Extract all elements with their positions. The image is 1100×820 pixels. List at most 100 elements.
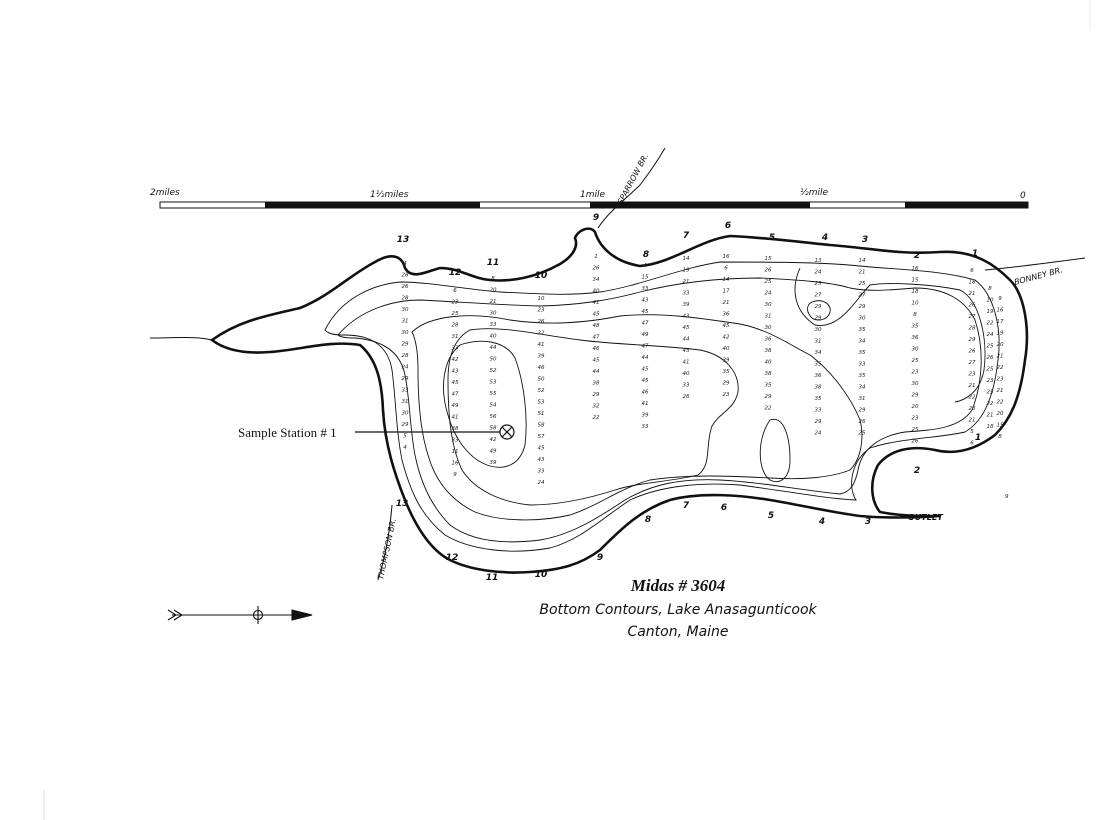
depth-sounding: 20 (997, 411, 1004, 417)
depth-sounding: 21 (723, 300, 730, 306)
depth-sounding: 20 (997, 342, 1004, 348)
transect-number: 9 (593, 213, 599, 223)
depth-sounding: 4 (403, 445, 407, 451)
depth-sounding: 29 (815, 419, 822, 425)
depth-sounding: 26 (969, 349, 976, 355)
depth-sounding: 40 (683, 371, 690, 377)
scale-label-1-5miles: 1½miles (370, 190, 409, 200)
depth-sounding: 15 (997, 423, 1004, 429)
scale-label-half-mile: ½mile (800, 188, 828, 198)
depth-sounding: 8 (491, 276, 495, 282)
depth-sounding: 6 (970, 268, 974, 274)
depth-sounding: 58 (490, 426, 497, 432)
scale-label-0: 0 (1020, 191, 1026, 201)
depth-sounding: 33 (859, 362, 866, 368)
depth-sounding: 35 (859, 373, 866, 379)
depth-sounding: 54 (490, 403, 497, 409)
depth-sounding: 21 (997, 354, 1004, 360)
thompson-brook-stream (377, 504, 393, 581)
title-bottom-contours: Bottom Contours, Lake Anasagunticook (539, 602, 817, 618)
depth-sounding: 19 (997, 331, 1004, 337)
depth-sounding: 31 (859, 396, 866, 402)
transect-number: 8 (643, 250, 649, 260)
depth-sounding: 35 (723, 369, 730, 375)
depth-sounding: 26 (683, 394, 690, 400)
depth-sounding: 31 (765, 314, 772, 320)
depth-sounding: 43 (452, 369, 459, 375)
depth-sounding: 21 (969, 291, 976, 297)
north-arrow-icon (167, 606, 313, 624)
transect-number: 3 (862, 235, 868, 245)
depth-sounding: 41 (683, 360, 690, 366)
depth-sounding: 28 (402, 273, 409, 279)
depth-sounding: 27 (969, 360, 976, 366)
depth-sounding: 16 (997, 308, 1004, 314)
depth-sounding: 23 (969, 406, 976, 412)
depth-sounding: 29 (402, 342, 409, 348)
depth-sounding: 41 (642, 401, 649, 407)
depth-sounding: 49 (490, 449, 497, 455)
depth-sounding: 45 (538, 446, 545, 452)
transect-number: 8 (645, 515, 651, 525)
depth-sounding: 25 (859, 281, 866, 287)
depth-sounding: 9 (998, 296, 1002, 302)
depth-sounding: 23 (969, 372, 976, 378)
depth-sounding: 23 (912, 370, 919, 376)
depth-sounding: 30 (402, 411, 409, 417)
depth-sounding: 29 (815, 316, 822, 322)
depth-sounding: 19 (987, 309, 994, 315)
depth-sounding: 47 (642, 344, 649, 350)
depth-sounding: 45 (642, 367, 649, 373)
depth-sounding: 21 (987, 413, 994, 419)
depth-sounding: 18 (969, 280, 976, 286)
depth-sounding: 10 (538, 296, 545, 302)
depth-sounding: 5 (403, 434, 407, 440)
depth-sounding: 11 (452, 449, 459, 455)
depth-sounding: 44 (642, 355, 649, 361)
depth-sounding: 45 (683, 325, 690, 331)
depth-sounding: 14 (859, 258, 866, 264)
depth-sounding: 5 (970, 429, 974, 435)
depth-sounding: 25 (987, 367, 994, 373)
depth-sounding: 25 (765, 279, 772, 285)
depth-sounding: 25 (987, 344, 994, 350)
depth-sounding: 45 (593, 312, 600, 318)
transect-number: 12 (449, 268, 462, 278)
contour-shoal-2 (807, 300, 831, 321)
depth-sounding: 52 (538, 388, 545, 394)
transect-number: 2 (914, 466, 920, 476)
depth-sounding: 40 (490, 334, 497, 340)
depth-sounding: 30 (859, 316, 866, 322)
bonney-brook-stream (984, 257, 1086, 271)
depth-sounding: 39 (642, 413, 649, 419)
depth-contours (324, 261, 1000, 552)
spot-depth: 9 (1005, 494, 1009, 500)
depth-sounding: 26 (402, 284, 409, 290)
depth-sounding: 21 (683, 279, 690, 285)
sample-station-label: Sample Station # 1 (238, 425, 337, 440)
depth-sounding: 55 (490, 391, 497, 397)
depth-sounding: 28 (402, 296, 409, 302)
depth-sounding: 32 (593, 404, 600, 410)
depth-sounding: 18 (912, 289, 919, 295)
depth-sounding: 50 (490, 357, 497, 363)
depth-sounding: 28 (969, 326, 976, 332)
depth-sounding: 38 (815, 385, 822, 391)
depth-sounding: 26 (987, 355, 994, 361)
thompson-brook-label: THOMPSON BR. (376, 517, 398, 580)
depth-sounding: 58 (538, 423, 545, 429)
transect-number: 10 (535, 271, 548, 281)
depth-sounding: 26 (593, 266, 600, 272)
depth-sounding: 30 (912, 347, 919, 353)
depth-sounding: 47 (642, 321, 649, 327)
contour-east-1 (794, 267, 986, 403)
depth-sounding: 40 (765, 360, 772, 366)
depth-sounding: 21 (997, 388, 1004, 394)
depth-sounding: 20 (490, 288, 497, 294)
depth-sounding: 22 (765, 406, 772, 412)
depth-sounding: 22 (987, 321, 994, 327)
depth-sounding: 29 (859, 304, 866, 310)
depth-sounding: 39 (490, 460, 497, 466)
depth-sounding: 38 (765, 371, 772, 377)
